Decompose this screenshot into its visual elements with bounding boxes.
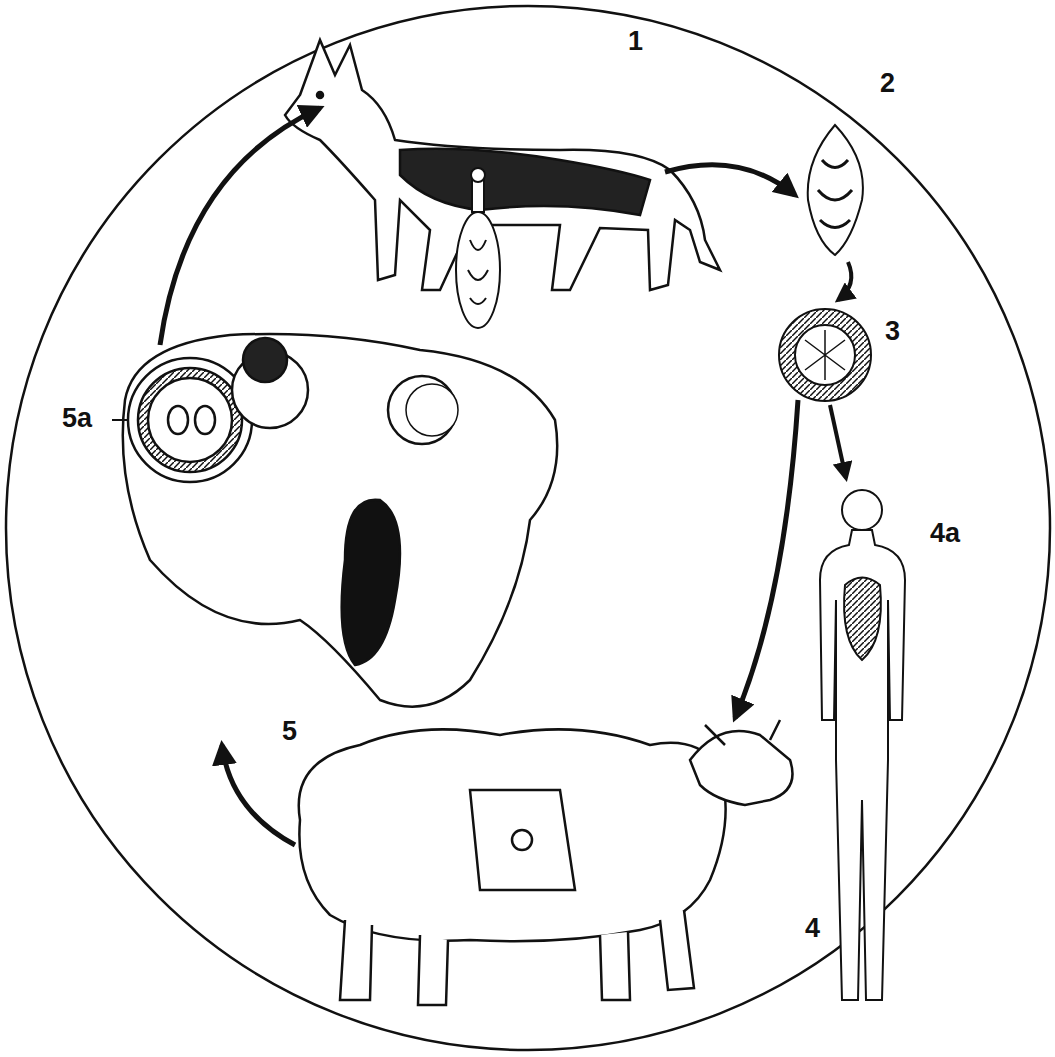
callout-number: 5a xyxy=(62,405,92,432)
adult-tapeworm xyxy=(808,125,863,255)
human-figure xyxy=(820,490,905,1000)
outer-ring xyxy=(6,6,1050,1050)
callout-number: 4a xyxy=(930,520,960,547)
leader-line xyxy=(112,419,128,421)
callout-number: 2 xyxy=(880,70,895,97)
cycle-arrows xyxy=(160,108,851,845)
callout-number: 3 xyxy=(885,318,900,345)
tapeworm-inset xyxy=(456,168,500,328)
hydatid-egg xyxy=(779,309,871,401)
dog-figure xyxy=(285,40,720,290)
callout-number: 4 xyxy=(805,915,820,942)
callout-number: 1 xyxy=(628,28,643,55)
callout-number: 5 xyxy=(282,718,297,745)
liver-with-cysts xyxy=(123,334,557,707)
sheep-figure xyxy=(299,720,793,1005)
